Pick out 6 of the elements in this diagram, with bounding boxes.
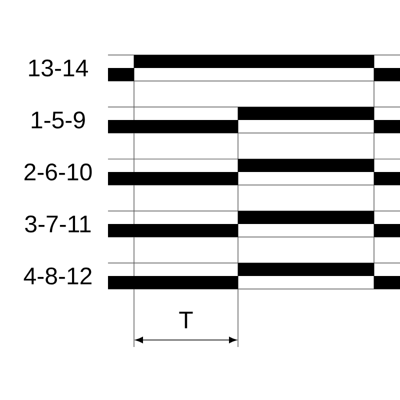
signal-label: 3-7-11: [25, 216, 91, 232]
signal-label: 2-6-10: [24, 164, 92, 180]
signal-label: 13-14: [29, 60, 88, 76]
dimension-label: T: [179, 312, 193, 328]
signal-label: 1-5-9: [32, 112, 85, 128]
signal-label: 4-8-12: [24, 268, 92, 284]
